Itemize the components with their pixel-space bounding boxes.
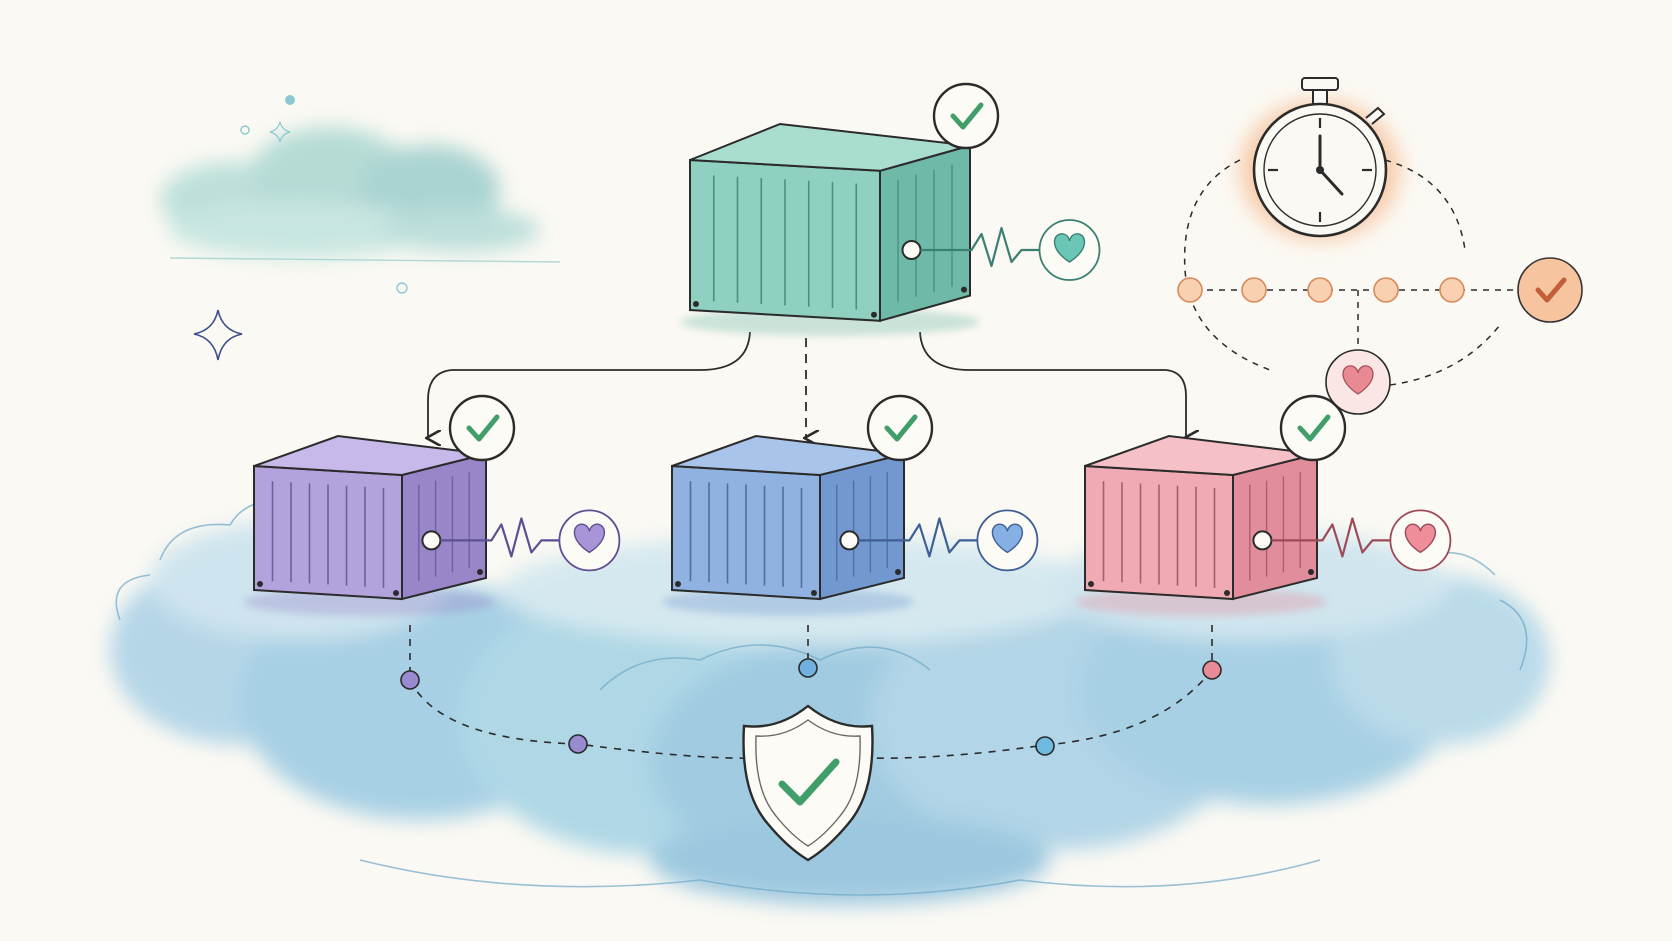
heart-icon <box>1325 349 1391 415</box>
timeline-dot <box>1307 277 1333 303</box>
network-node <box>1202 660 1222 680</box>
replication-arrows <box>428 331 1186 438</box>
arrow-to-right <box>919 331 1186 438</box>
check-icon <box>932 82 1000 150</box>
bolt <box>871 311 877 318</box>
heart-icon <box>1038 219 1101 281</box>
container-right <box>1075 394 1452 616</box>
heartbeat-probe <box>901 219 1101 281</box>
arrow-to-left <box>428 331 751 438</box>
decorative-cloud-top-left <box>160 127 561 263</box>
dot-icon <box>285 95 295 105</box>
check-icon <box>1517 257 1583 323</box>
container-primary <box>680 82 1101 336</box>
health-check-timer <box>1177 77 1583 415</box>
check-icon <box>1279 394 1347 462</box>
heart-icon <box>976 509 1039 572</box>
timeline-dots <box>1177 277 1465 303</box>
dot-icon <box>240 125 250 135</box>
heartbeat-probe <box>1252 509 1452 572</box>
bolt <box>1308 569 1314 575</box>
bolt <box>1224 590 1230 596</box>
timeline-dot <box>1177 277 1203 303</box>
stopwatch-icon <box>1252 77 1388 238</box>
containers-layer <box>244 82 1452 616</box>
timeline-dot <box>1241 277 1267 303</box>
sparkle-icon <box>193 309 243 361</box>
bolt <box>477 569 483 575</box>
network-node <box>1035 736 1055 756</box>
container-side-face <box>1232 452 1318 601</box>
check-icon <box>448 394 516 462</box>
container-left <box>244 394 621 616</box>
bolt <box>961 286 967 293</box>
bolt <box>811 590 817 596</box>
bolt <box>393 590 399 596</box>
bolt <box>257 581 263 587</box>
bolt <box>895 569 901 575</box>
heartbeat-probe <box>839 509 1039 572</box>
network-node <box>568 734 588 754</box>
network-nodes <box>400 658 1222 756</box>
container-side-face <box>819 452 905 601</box>
timeline-dot <box>1373 277 1399 303</box>
heart-icon <box>558 509 621 572</box>
network-node <box>400 670 420 690</box>
shield-check-icon <box>742 704 874 862</box>
container-center <box>662 394 1039 616</box>
bolt <box>1088 581 1094 587</box>
heart-icon <box>1389 509 1452 572</box>
heartbeat-probe <box>421 509 621 572</box>
check-icon <box>866 394 934 462</box>
dot-icon <box>396 282 408 294</box>
container-side-face <box>401 452 487 601</box>
sparkle-icon <box>269 121 291 143</box>
container-side-face <box>879 144 971 323</box>
network-node <box>798 658 818 678</box>
timeline-dot <box>1439 277 1465 303</box>
bolt <box>693 301 699 307</box>
bolt <box>675 581 681 587</box>
